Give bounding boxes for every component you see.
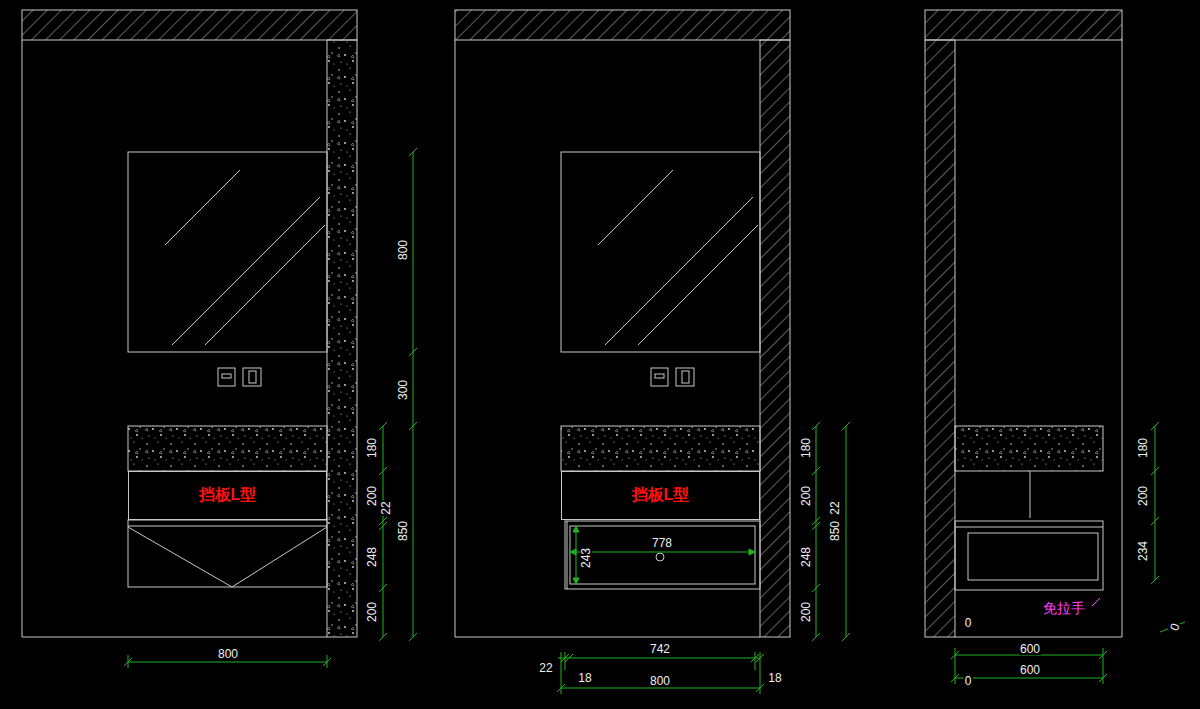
dimension-label: 300 [397,379,409,401]
dimension-lines [124,148,1185,694]
dimension-label: 850 [397,520,409,542]
dimension-label: 22 [380,500,392,515]
dimension-label: 22 [829,500,841,515]
dimension-label: 248 [366,546,378,568]
panel-front [22,10,357,637]
dimension-label: 778 [651,537,673,549]
dimension-label: 800 [397,239,409,261]
baffle-band: 挡板L型 [561,471,760,520]
dimension-label: 850 [829,520,841,542]
dimension-label: 248 [800,546,812,568]
dimension-label: 742 [649,643,671,655]
dimension-label: 800 [217,648,239,660]
dimension-label: 18 [577,672,592,684]
dimension-label: 200 [800,485,812,507]
dimension-label: 200 [366,601,378,623]
note-label: 免拉手 [1042,601,1086,615]
part-label: 挡板L型 [632,485,690,506]
panel-side [925,10,1122,637]
dimension-label: 180 [800,437,812,459]
dimension-label: 22 [538,662,553,674]
dimension-label: 243 [580,547,592,569]
panel-open [455,10,790,637]
baffle-band: 挡板L型 [128,471,327,520]
dimension-label: 600 [1019,643,1041,655]
dimension-label: 0 [964,617,973,629]
dimension-label: 200 [1137,485,1149,507]
dimension-label: 18 [767,672,782,684]
dimension-label: 600 [1019,664,1041,676]
dimension-label: 200 [366,485,378,507]
part-label: 挡板L型 [199,485,257,506]
dimension-label: 0 [1168,621,1182,633]
dimension-label: 200 [800,601,812,623]
dimension-label: 800 [649,675,671,687]
dimension-label: 0 [964,675,973,687]
dimension-label: 180 [1137,437,1149,459]
dimension-label: 234 [1137,540,1149,562]
dimension-label: 180 [366,437,378,459]
